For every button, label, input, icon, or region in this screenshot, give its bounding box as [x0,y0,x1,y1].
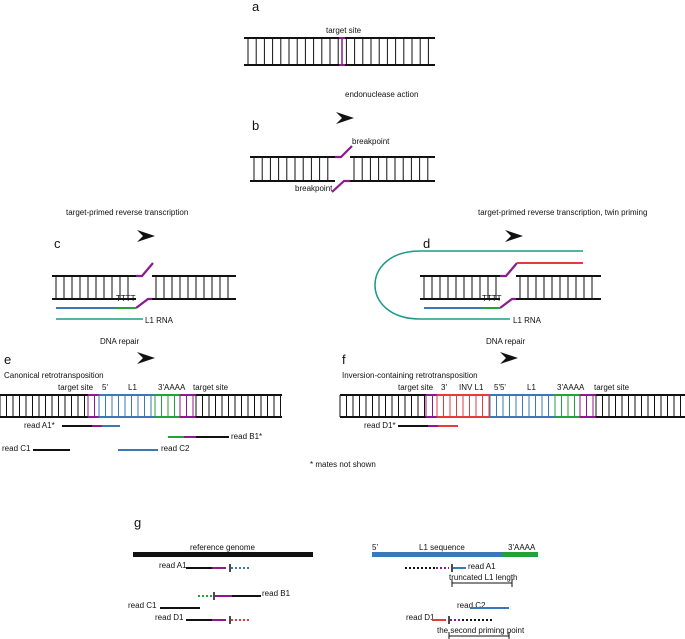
l1-sequence-bar [372,552,502,557]
panel-e-title: Canonical retrotransposition [4,371,104,380]
l1-sequence-label: L1 sequence [419,543,465,552]
segment-label: 3'AAAA [557,383,585,392]
segment-label: L1 [128,383,137,392]
tttt-label: TTTT [116,294,136,303]
segment-label: target site [193,383,229,392]
flap-top [500,262,518,278]
flap-bottom [499,297,516,309]
segment-label: 5'5' [494,383,506,392]
panel-c-caption: target-primed reverse transcription [66,208,188,217]
reference-genome-bar [133,552,313,557]
read-label: read D1 [406,613,435,622]
panel-f-caption: DNA repair [486,337,525,346]
panel-e-letter: e [4,352,11,367]
panel-a: a target site [244,0,435,66]
segment-label: target site [58,383,94,392]
l1-three-prime-label: 3'AAAA [508,543,536,552]
read-label: read D1* [364,421,396,430]
panel-g: g reference genome read A1 read B1 read … [128,515,538,639]
read-label: read C1 [128,601,157,610]
dna-duplex-e [0,394,282,418]
breakpoint-bottom-label: breakpoint [295,184,333,193]
panel-c: target-primed reverse transcription c TT… [52,208,236,325]
arrowhead-icon [505,230,523,242]
reads-e [33,425,229,451]
read-label: read C2 [161,444,190,453]
flap-top [136,262,154,278]
dna-duplex-c [52,262,236,320]
second-priming-point-label: the second priming point [437,626,525,635]
tttt-label: TTTT [482,294,502,303]
segment-label: 5' [102,383,108,392]
panel-d-letter: d [423,236,430,251]
panel-b: b breakpoint breakpoint [250,118,435,193]
breakpoint-flap-bottom [331,179,350,193]
arrowhead-icon [137,352,155,364]
l1-rna-loop [374,250,583,320]
dna-duplex-f [339,394,685,418]
arrowhead-icon [137,230,155,242]
panel-f-title: Inversion-containing retrotransposition [342,371,478,380]
panel-e: DNA repair e Canonical retrotranspositio… [0,337,282,453]
segment-label: target site [594,383,630,392]
panel-b-letter: b [252,118,259,133]
flap-bottom [135,297,152,309]
dna-duplex-a [244,37,435,66]
read-label: read A1 [468,562,496,571]
l1-rna-label: L1 RNA [513,316,542,325]
dna-duplex-d [374,250,601,320]
panel-g-letter: g [134,515,141,530]
endonuclease-caption: endonuclease action [345,90,418,99]
read-label: read C2 [457,601,486,610]
breakpoint-top-label: breakpoint [352,137,390,146]
panel-d: target-primed reverse transcription, twi… [374,208,647,325]
panel-g-shapes [133,552,538,639]
read-label: read C1 [2,444,31,453]
l1-five-prime-label: 5' [372,543,378,552]
read-label: read A1* [24,421,55,430]
truncated-length-label: truncated L1 length [449,573,518,582]
segment-label: L1 [527,383,536,392]
segment-label: target site [398,383,434,392]
reference-genome-label: reference genome [190,543,255,552]
target-site-label: target site [326,26,362,35]
mates-note: * mates not shown [310,460,376,469]
arrowhead-icon [336,112,354,124]
panel-d-caption: target-primed reverse transcription, twi… [478,208,647,217]
dna-duplex-b [250,145,435,193]
arrowhead-icon [500,352,518,364]
segment-label: INV L1 [459,383,484,392]
read-label: read A1 [159,561,187,570]
segment-label: 3' [441,383,447,392]
read-label: read B1 [262,589,291,598]
panel-e-caption: DNA repair [100,337,139,346]
breakpoint-flap-top [335,145,353,159]
read-label: read B1* [231,432,262,441]
polya-bar [502,552,538,557]
panel-f-letter: f [342,352,346,367]
panel-c-letter: c [54,236,61,251]
l1-rna-label: L1 RNA [145,316,174,325]
read-label: read D1 [155,613,184,622]
segment-label: 3'AAAA [158,383,186,392]
panel-a-letter: a [252,0,260,14]
panel-f: DNA repair f Inversion-containing retrot… [339,337,685,430]
